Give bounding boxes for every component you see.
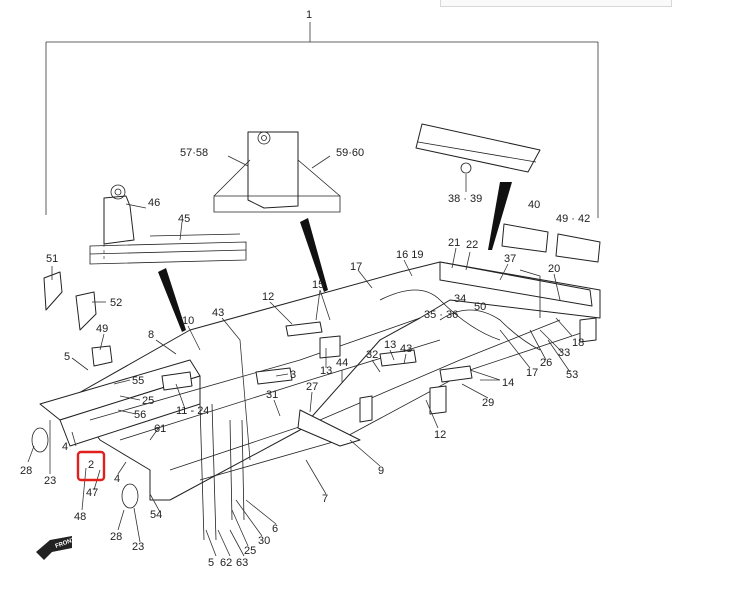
callout-35-36: 35 · 36 [424,309,458,321]
callout-32: 32 [366,349,378,361]
callout-62: 62 [220,557,232,569]
callout-30: 30 [258,535,270,547]
callout-6: 6 [272,523,278,535]
callout-1: 1 [306,9,312,21]
callout-57-58: 57·58 [180,147,208,159]
callout-5b: 5 [208,557,214,569]
callout-28a: 28 [20,465,32,477]
callout-46: 46 [148,197,160,209]
callout-11-24: 11 - 24 [176,405,209,417]
callout-23a: 23 [44,475,56,487]
inset-front-bracket [89,184,247,332]
callout-29: 29 [482,397,494,409]
callout-10: 10 [182,315,194,327]
callout-61: 61 [154,423,166,435]
inset-center-mount [213,131,341,292]
callout-54: 54 [150,509,162,521]
leader-lines [27,155,573,557]
callout-25a: 25 [142,395,154,407]
callout-4b: 4 [114,473,120,485]
callout-53: 53 [566,369,578,381]
vehicle-frame [31,261,601,541]
callout-56: 56 [134,409,146,421]
callout-23b: 23 [132,541,144,553]
callout-43a: 43 [212,307,224,319]
callout-52: 52 [110,297,122,309]
callout-27: 27 [306,381,318,393]
callout-5a: 5 [64,351,70,363]
callout-44: 44 [336,357,348,369]
callout-47: 47 [86,487,98,499]
callout-21: 21 [448,237,460,249]
callout-34: 34 [454,293,466,305]
callout-43b: 43 [400,343,412,355]
front-direction-marker: FRONT [36,536,76,560]
callout-59-60: 59·60 [336,147,364,159]
callout-9: 9 [378,465,384,477]
callout-26: 26 [540,357,552,369]
callout-38-39: 38 · 39 [448,193,482,205]
callout-55: 55 [132,375,144,387]
callout-51: 51 [46,253,58,265]
callout-45: 45 [178,213,190,225]
callout-49: 49 [96,323,108,335]
callout-63: 63 [236,557,248,569]
callout-28b: 28 [110,531,122,543]
callout-4a: 4 [62,441,68,453]
inset-rear-crossmember [415,123,601,263]
highlight-box [76,450,106,482]
callout-13b: 13 [384,339,396,351]
callout-13a: 13 [320,365,332,377]
callout-7: 7 [322,493,328,505]
callout-18: 18 [572,337,584,349]
callout-2-highlighted: 2 [88,459,94,471]
callout-16-19: 16 19 [396,249,424,261]
callout-labels: 1 57·58 59·60 46 45 38 · 39 40 49 · 42 5… [20,9,590,569]
callout-40: 40 [528,199,540,211]
assembly-bracket [45,22,599,218]
callout-15: 15 [312,279,324,291]
callout-17a: 17 [350,261,362,273]
callout-20: 20 [548,263,560,275]
callout-17b: 17 [526,367,538,379]
callout-12b: 12 [434,429,446,441]
callout-12a: 12 [262,291,274,303]
callout-37: 37 [504,253,516,265]
callout-31: 31 [266,389,278,401]
callout-8: 8 [148,329,154,341]
callout-50: 50 [474,301,486,313]
callout-25b: 25 [244,545,256,557]
callout-48: 48 [74,511,86,523]
callout-22: 22 [466,239,478,251]
top-panel-edge [440,0,672,7]
callout-3: 3 [290,369,296,381]
callout-49-42: 49 · 42 [556,213,590,225]
callout-14: 14 [502,377,514,389]
callout-33: 33 [558,347,570,359]
